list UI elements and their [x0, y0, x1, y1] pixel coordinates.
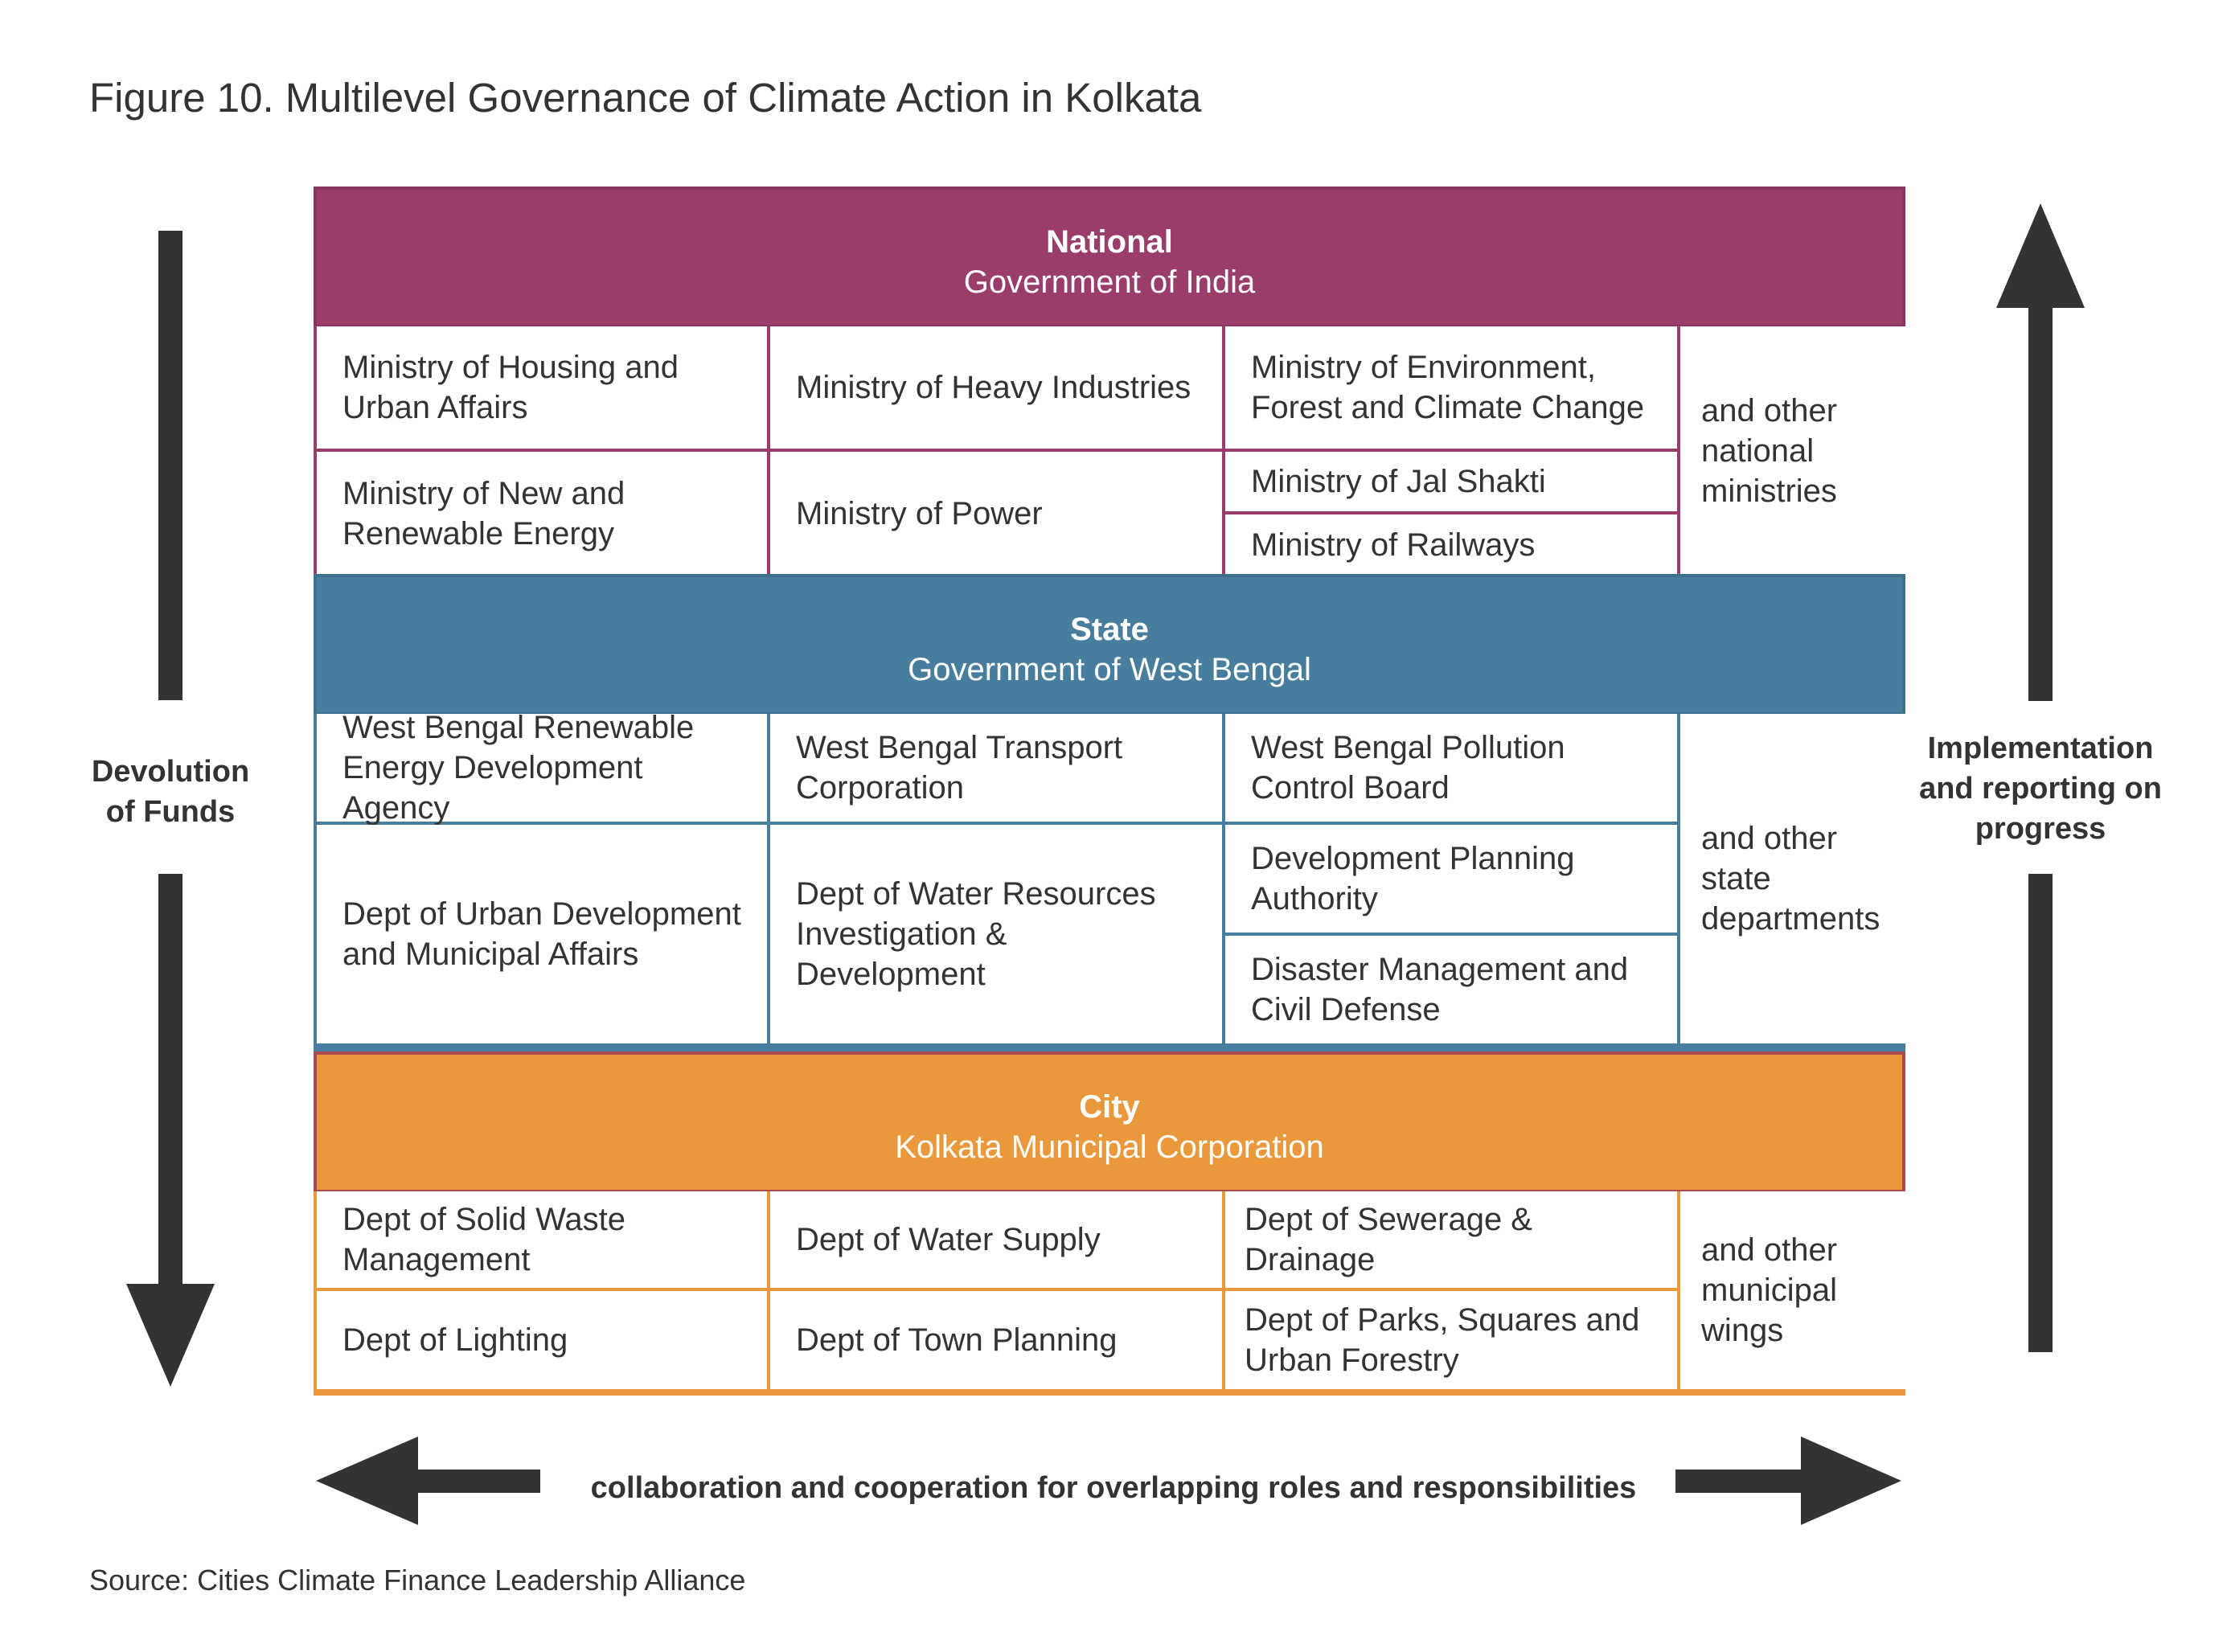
disaster-management-civil-defense: Disaster Management and Civil Defense	[1225, 936, 1677, 1043]
implementation-arrowhead-icon	[1996, 203, 2085, 308]
implementation-arrow-shaft-top	[2028, 299, 2053, 701]
collaboration-arrowhead-left-icon	[316, 1437, 418, 1525]
national-ministries-grid: Ministry of Housing and Urban Affairs Mi…	[314, 326, 1918, 576]
dept-water-supply: Dept of Water Supply	[770, 1191, 1222, 1288]
national-level-label: National	[1046, 224, 1173, 260]
wb-renewable-energy-agency: West Bengal Renewable Energy Development…	[317, 710, 767, 826]
other-national-ministries: and other national ministries	[1680, 326, 1918, 576]
other-municipal-wings: and other municipal wings	[1680, 1191, 1918, 1389]
devolution-arrow-shaft-bottom	[158, 874, 182, 1300]
collaboration-arrow-shaft-left	[406, 1470, 540, 1493]
implementation-reporting-label: Implementation and reporting on progress	[1919, 732, 2162, 846]
collaboration-arrowhead-right-icon	[1801, 1437, 1901, 1525]
city-banner: City Kolkata Municipal Corporation	[314, 1051, 1905, 1193]
national-banner: National Government of India	[314, 187, 1905, 328]
city-departments-grid: Dept of Solid Waste Management Dept of W…	[314, 1191, 1918, 1396]
state-departments-grid: West Bengal Renewable Energy Development…	[314, 710, 1918, 1051]
other-state-departments: and other state departments	[1680, 714, 1918, 1043]
dept-town-planning: Dept of Town Planning	[770, 1291, 1222, 1389]
dept-lighting: Dept of Lighting	[317, 1291, 767, 1389]
devolution-arrowhead-icon	[126, 1284, 215, 1387]
ministry-power: Ministry of Power	[770, 452, 1222, 576]
ministry-jal-shakti: Ministry of Jal Shakti	[1225, 452, 1677, 511]
state-level-label: State	[1070, 612, 1149, 647]
development-planning-authority: Development Planning Authority	[1225, 825, 1677, 933]
city-level-label: City	[1079, 1089, 1140, 1125]
ministry-environment-forest-climate: Ministry of Environment, Forest and Clim…	[1225, 326, 1677, 449]
ministry-railways: Ministry of Railways	[1225, 514, 1677, 576]
dept-water-resources: Dept of Water Resources Investigation & …	[770, 825, 1222, 1043]
ministry-housing-urban-affairs: Ministry of Housing and Urban Affairs	[317, 326, 767, 449]
collaboration-arrow-shaft-right	[1675, 1470, 1812, 1493]
ministry-new-renewable-energy: Ministry of New and Renewable Energy	[317, 452, 767, 576]
figure-title: Figure 10. Multilevel Governance of Clim…	[89, 75, 1202, 121]
state-government-label: Government of West Bengal	[908, 652, 1311, 687]
wb-transport-corporation: West Bengal Transport Corporation	[770, 714, 1222, 822]
devolution-of-funds-label: Devolution of Funds	[91, 755, 250, 829]
wb-pollution-control-board: West Bengal Pollution Control Board	[1225, 714, 1677, 822]
implementation-arrow-shaft-bottom	[2028, 874, 2053, 1352]
dept-solid-waste-management: Dept of Solid Waste Management	[317, 1191, 767, 1288]
source-note: Source: Cities Climate Finance Leadershi…	[89, 1564, 746, 1597]
collaboration-label: collaboration and cooperation for overla…	[590, 1471, 1637, 1505]
ministry-heavy-industries: Ministry of Heavy Industries	[770, 326, 1222, 449]
national-government-label: Government of India	[963, 264, 1256, 300]
dept-urban-development-municipal-affairs: Dept of Urban Development and Municipal …	[317, 825, 767, 1043]
dept-sewerage-drainage: Dept of Sewerage & Drainage	[1225, 1191, 1677, 1288]
devolution-arrow-shaft-top	[158, 231, 182, 700]
dept-parks-squares-urban-forestry: Dept of Parks, Squares and Urban Forestr…	[1225, 1291, 1677, 1389]
city-government-label: Kolkata Municipal Corporation	[895, 1129, 1324, 1165]
